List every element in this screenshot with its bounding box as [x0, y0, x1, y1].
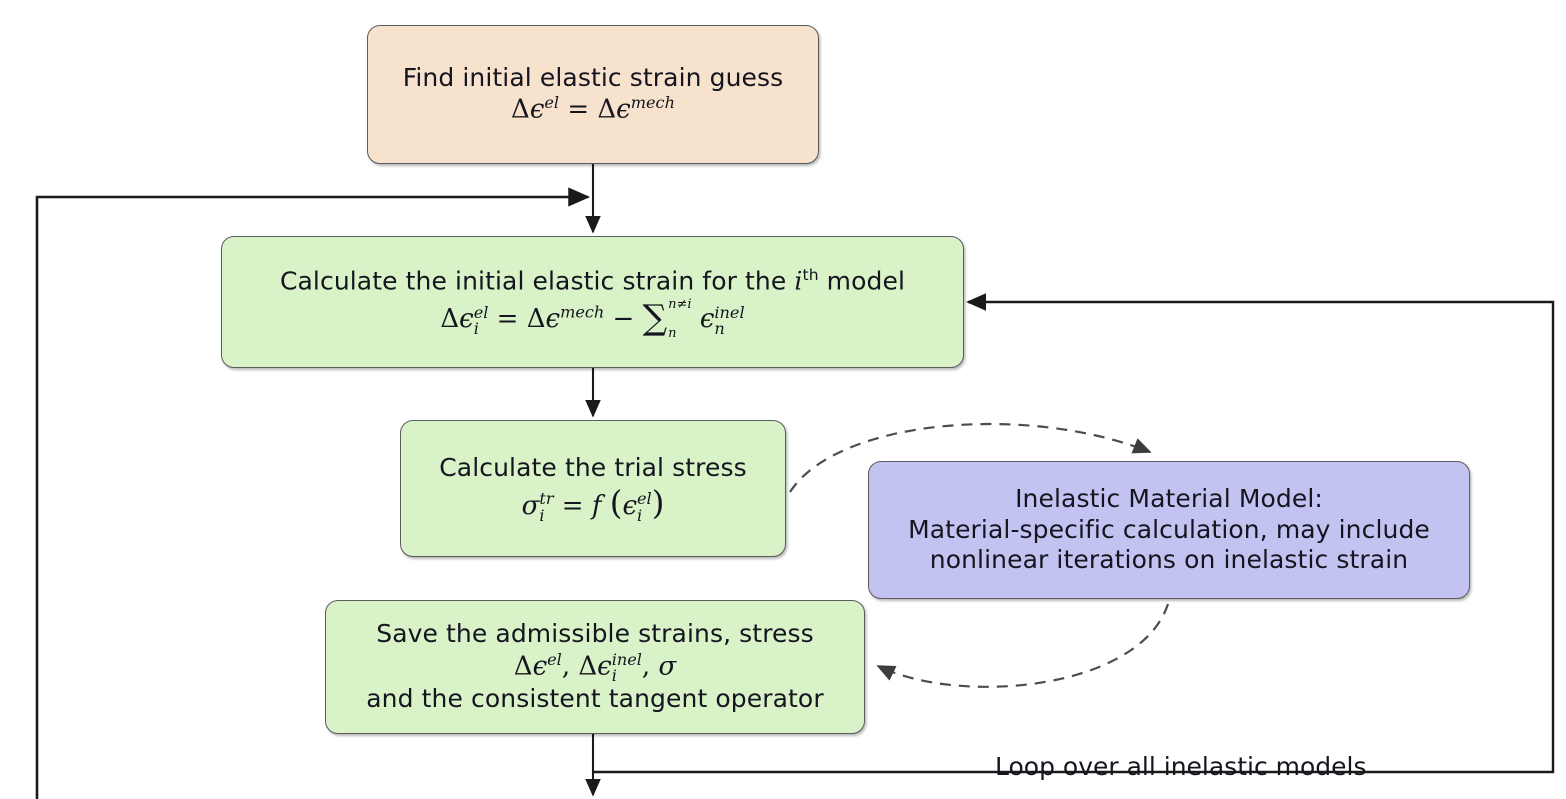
node-line-text-first: Save the admissible strains, stress [376, 619, 814, 649]
node-line-text: Calculate the trial stress [439, 453, 747, 483]
node-save-admissible-strains[interactable]: Save the admissible strains, stress Δϵel… [325, 600, 865, 734]
node-line-equation: Δϵel = Δϵmech [511, 93, 675, 125]
text-fragment-i: i [794, 265, 803, 295]
node-inelastic-material-model[interactable]: Inelastic Material Model: Material-speci… [868, 461, 1470, 599]
node-line-text-last: nonlinear iterations on inelastic strain [929, 545, 1409, 575]
text-fragment-th: th [802, 265, 819, 284]
node-line-text-first: Inelastic Material Model: [1015, 484, 1323, 514]
text-fragment-b: model [818, 265, 906, 295]
node-line-text-middle: Material-specific calculation, may inclu… [908, 514, 1430, 544]
label-loop-over-all-inelastic-models: Loop over all inelastic models [995, 752, 1367, 781]
node-line-text: Calculate the initial elastic strain for… [280, 266, 905, 297]
node-line-text: Find initial elastic strain guess [402, 62, 784, 92]
node-calculate-initial-elastic-strain[interactable]: Calculate the initial elastic strain for… [221, 236, 964, 368]
text-fragment-a: Calculate the initial elastic strain for… [279, 265, 795, 295]
node-line-text-last: and the consistent tangent operator [366, 684, 824, 714]
node-find-initial-elastic-strain-guess[interactable]: Find initial elastic strain guess Δϵel =… [367, 25, 819, 164]
wire-dashed-from-inelastic-model [876, 603, 1170, 688]
